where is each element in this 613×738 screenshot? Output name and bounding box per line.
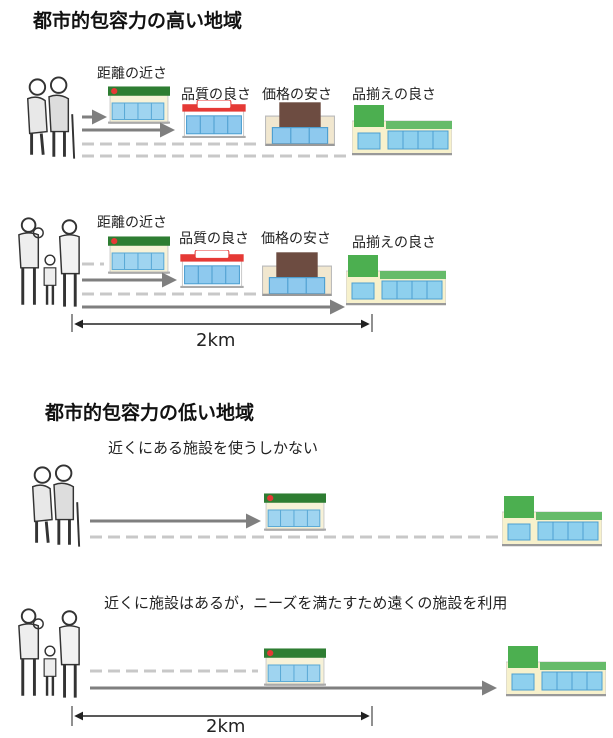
label-quality: 品質の良さ — [181, 87, 251, 103]
high-region-title: 都市的包容力の高い地域 — [33, 10, 243, 32]
label-assortment: 品揃えの良さ — [352, 87, 436, 103]
distance-scale-label: 2km — [196, 330, 236, 351]
label-distance-2: 距離の近さ — [97, 215, 167, 231]
label-assortment-2: 品揃えの良さ — [352, 235, 436, 251]
label-quality-2: 品質の良さ — [179, 231, 249, 247]
low-region-title: 都市的包容力の低い地域 — [45, 402, 255, 424]
label-price: 価格の安さ — [262, 87, 332, 103]
label-price-2: 価格の安さ — [261, 231, 331, 247]
caption-family: 近くに施設はあるが，ニーズを満たすため遠くの施設を利用 — [104, 594, 508, 612]
distance-scale-label-2: 2km — [206, 716, 246, 737]
caption-elderly: 近くにある施設を使うしかない — [108, 439, 319, 457]
label-distance: 距離の近さ — [97, 66, 167, 82]
